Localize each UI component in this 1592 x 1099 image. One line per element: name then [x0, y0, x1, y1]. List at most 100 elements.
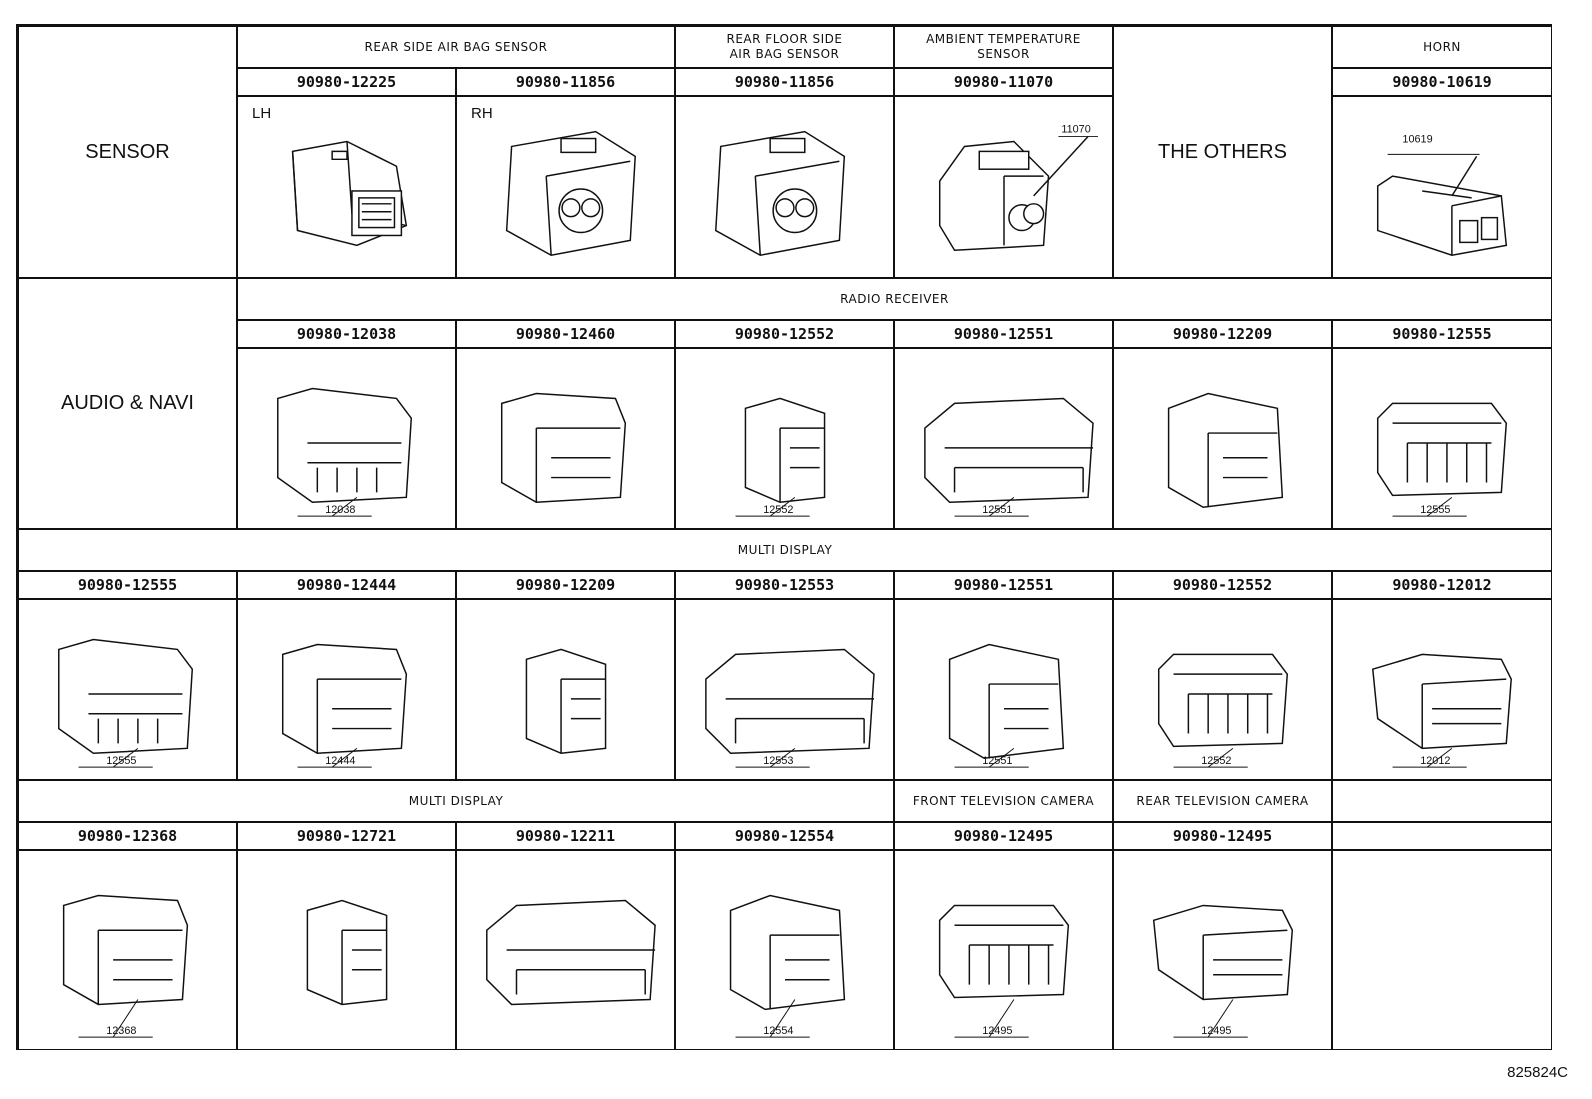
- category-label: SENSOR: [85, 140, 170, 163]
- connector-outline: [306, 899, 388, 1006]
- connector-drawing: 12551: [894, 599, 1113, 780]
- group-header-label: FRONT TELEVISION CAMERA: [912, 793, 1095, 808]
- part-number-text: 90980-12552: [1172, 576, 1273, 594]
- part-number-text: 90980-12721: [296, 827, 397, 845]
- part-number-text: 90980-12495: [1172, 827, 1273, 845]
- part-number: 90980-12444: [237, 571, 456, 599]
- connector-drawing: 12555: [18, 599, 237, 780]
- connector-outline: [525, 648, 607, 755]
- callout-leader: [1207, 747, 1234, 768]
- callout-leader: [331, 747, 358, 768]
- part-number: 90980-12225: [237, 68, 456, 96]
- connector-outline: [948, 643, 1065, 759]
- group-header-multi-display: MULTI DISPLAY: [18, 529, 1552, 571]
- part-number-text: 90980-11856: [734, 73, 835, 91]
- part-number: 90980-11856: [675, 68, 894, 96]
- connector-12225-drawing: [291, 140, 408, 247]
- group-header-rear-tv-camera: REAR TELEVISION CAMERA: [1113, 780, 1332, 822]
- category-label: AUDIO & NAVI: [61, 392, 194, 414]
- part-number-text: 90980-12552: [734, 325, 835, 343]
- connector-shape: [306, 899, 388, 1006]
- part-number-text: 90980-12460: [515, 325, 616, 343]
- part-number: 90980-12554: [675, 822, 894, 850]
- part-number-text: 90980-12038: [296, 325, 397, 343]
- connector-11856-drawing: [505, 130, 636, 257]
- connector-outline: [500, 392, 627, 504]
- group-header-label: REAR FLOOR SIDE AIR BAG SENSOR: [726, 32, 843, 61]
- connector-outline: [924, 397, 1094, 504]
- part-number-text: 90980-12368: [77, 827, 178, 845]
- part-number: 90980-12555: [18, 571, 237, 599]
- connector-shape: 12552: [735, 397, 826, 517]
- part-number: 90980-12551: [894, 320, 1113, 348]
- connector-shape: 12553: [705, 648, 875, 768]
- part-number-text: 90980-12555: [77, 576, 178, 594]
- side-label-rh: RH: [471, 105, 493, 122]
- connector-shape: [486, 899, 656, 1006]
- connector-drawing: 12552: [675, 348, 894, 529]
- part-number-text: 90980-12209: [1172, 325, 1273, 343]
- part-number: 90980-12495: [1113, 822, 1332, 850]
- part-number: 90980-12721: [237, 822, 456, 850]
- connector-drawing: [456, 850, 675, 1050]
- callout-label: 12555: [106, 755, 136, 767]
- callout-label: 12554: [763, 1025, 793, 1037]
- callout-leader: [769, 999, 796, 1038]
- category-audio-navi: AUDIO & NAVI: [18, 278, 237, 529]
- part-number-text: 90980-11070: [953, 73, 1054, 91]
- connector-outline: [62, 894, 189, 1006]
- callout-label: 10619: [1402, 133, 1432, 145]
- connector-chart: SENSOR REAR SIDE AIR BAG SENSOR REAR FLO…: [16, 24, 1552, 1050]
- connector-drawing: [456, 599, 675, 780]
- connector-drawing: 12554: [675, 850, 894, 1050]
- empty-image-cell: [1332, 850, 1552, 1050]
- part-number: 90980-12555: [1332, 320, 1552, 348]
- part-number-text: 90980-12225: [296, 73, 397, 91]
- side-label-lh: LH: [252, 105, 272, 122]
- callout-label: 12368: [106, 1025, 136, 1037]
- connector-drawing: 12012: [1332, 599, 1552, 780]
- group-header-rear-side-airbag: REAR SIDE AIR BAG SENSOR: [237, 26, 675, 68]
- connector-11070-drawing: 11070: [938, 124, 1098, 252]
- connector-shape: 12495: [938, 904, 1070, 1038]
- connector-shape: 12012: [1371, 653, 1512, 768]
- callout-label: 12495: [982, 1025, 1012, 1037]
- connector-drawing: 12495: [1113, 850, 1332, 1050]
- group-header-radio-receiver: RADIO RECEIVER: [237, 278, 1552, 320]
- connector-shape: 12551: [948, 643, 1065, 768]
- connector-outline: [1167, 392, 1284, 508]
- part-number: 90980-12012: [1332, 571, 1552, 599]
- empty-header-cell: [1332, 780, 1552, 822]
- connector-outline: [705, 648, 875, 755]
- callout-label: 12444: [325, 755, 355, 767]
- part-number: 90980-12368: [18, 822, 237, 850]
- part-number-text: 90980-12444: [296, 576, 397, 594]
- callout-label: 12038: [325, 504, 355, 516]
- part-number-text: 90980-12211: [515, 827, 616, 845]
- connector-outline: [938, 904, 1070, 999]
- callout-label: 11070: [1061, 124, 1090, 136]
- part-number: 90980-11070: [894, 68, 1113, 96]
- callout-label: 12552: [1201, 755, 1231, 767]
- connector-outline: [486, 899, 656, 1006]
- callout-leader: [331, 496, 358, 517]
- callout-leader: [112, 747, 139, 768]
- connector-shape: 12552: [1157, 653, 1289, 768]
- part-number-text: 90980-12551: [953, 325, 1054, 343]
- connector-drawing: 12495: [894, 850, 1113, 1050]
- connector-drawing: 12551: [894, 348, 1113, 529]
- connector-drawing: LH: [237, 96, 456, 278]
- connector-drawing: 12444: [237, 599, 456, 780]
- callout-label: 12551: [982, 755, 1012, 767]
- part-number: 90980-12460: [456, 320, 675, 348]
- part-number: 90980-12209: [456, 571, 675, 599]
- part-number-text: 90980-12209: [515, 576, 616, 594]
- part-number: 90980-12209: [1113, 320, 1332, 348]
- connector-outline: [744, 397, 826, 504]
- group-header-front-tv-camera: FRONT TELEVISION CAMERA: [894, 780, 1113, 822]
- group-header-label: REAR TELEVISION CAMERA: [1136, 793, 1309, 808]
- group-header-label: REAR SIDE AIR BAG SENSOR: [364, 39, 548, 54]
- category-label: THE OTHERS: [1158, 140, 1287, 163]
- connector-drawing: [456, 348, 675, 529]
- callout-label: 12551: [982, 504, 1012, 516]
